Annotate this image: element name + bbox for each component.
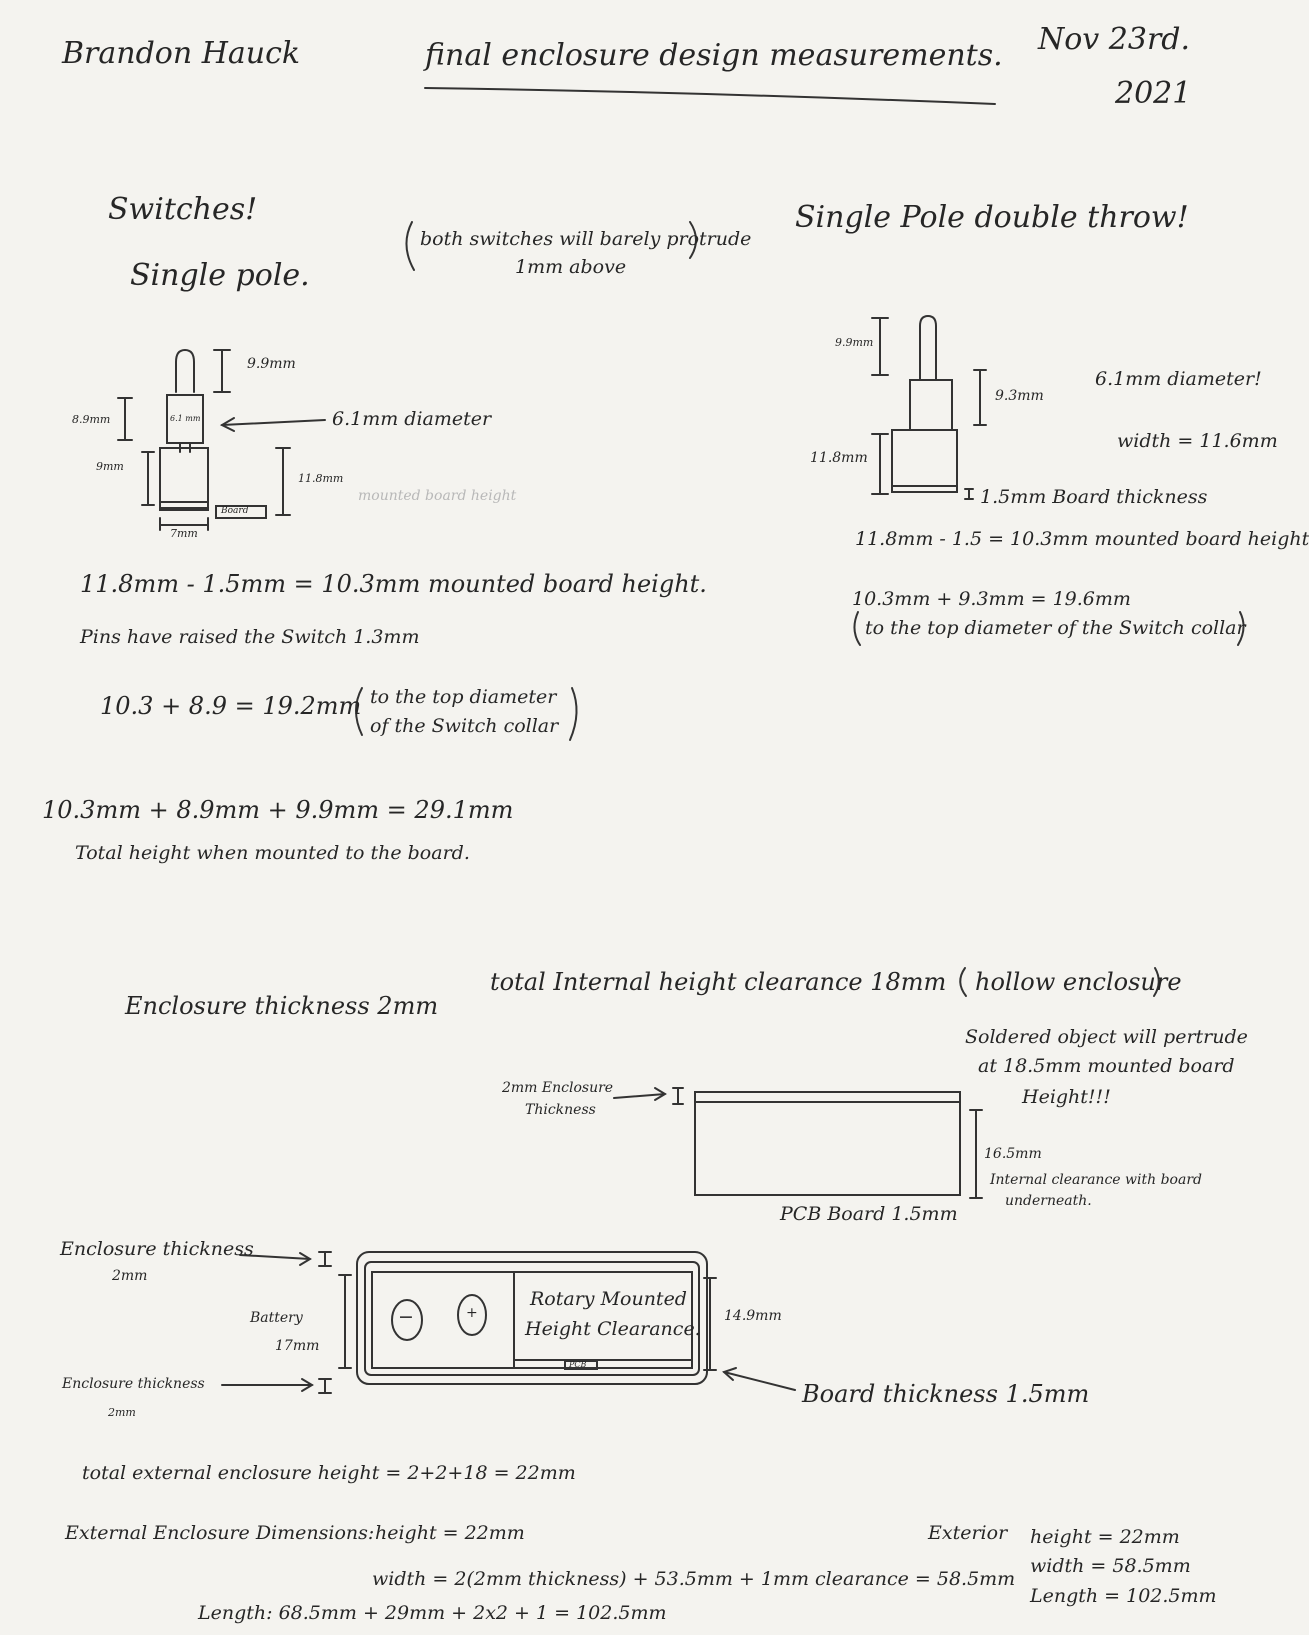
hollow-paren-right bbox=[1153, 967, 1160, 997]
external-dims-width: width = 2(2mm thickness) + 53.5mm + 1mm … bbox=[372, 1568, 1016, 1590]
sp-diameter-note: 6.1mm diameter bbox=[332, 408, 492, 430]
internal-clearance-heading: total Internal height clearance 18mm bbox=[490, 968, 947, 996]
soldered-note-2: at 18.5mm mounted board bbox=[978, 1055, 1235, 1077]
total-external-height: total external enclosure height = 2+2+18… bbox=[82, 1462, 576, 1484]
side-thickness-label-1: 2mm Enclosure bbox=[502, 1080, 614, 1096]
sp-calc-1: 11.8mm - 1.5mm = 10.3mm mounted board he… bbox=[80, 570, 707, 598]
protrude-note-line-2: 1mm above bbox=[515, 256, 627, 278]
external-dims-length: Length: 68.5mm + 29mm + 2x2 + 1 = 102.5m… bbox=[198, 1602, 667, 1624]
sp-faint-note: mounted board height bbox=[358, 488, 517, 504]
soldered-note-3: Height!!! bbox=[1022, 1086, 1111, 1108]
board-thickness-note: Board thickness 1.5mm bbox=[802, 1380, 1090, 1408]
sp-calc-4: 10.3mm + 8.9mm + 9.9mm = 29.1mm bbox=[42, 796, 514, 824]
top-thickness-label-2: 2mm bbox=[112, 1268, 148, 1284]
exterior-width: width = 58.5mm bbox=[1030, 1555, 1191, 1577]
calc3-paren-left bbox=[355, 687, 363, 736]
top-thickness-label-1: Enclosure thickness bbox=[60, 1238, 254, 1260]
battery-label-2: 17mm bbox=[275, 1338, 320, 1354]
spdt-calc-2-note: to the top diameter of the Switch collar bbox=[865, 617, 1246, 639]
protrude-note-line-1: both switches will barely protrude bbox=[420, 228, 752, 250]
spdt-width-note: width = 11.6mm bbox=[1117, 430, 1278, 452]
date-line-1: Nov 23rd. bbox=[1038, 22, 1191, 57]
sp-calc-3-note-1: to the top diameter bbox=[370, 686, 557, 708]
sp-dim-collar: 8.9mm bbox=[72, 413, 111, 426]
spdt-dim-height: 11.8mm bbox=[810, 450, 868, 466]
bottom-thickness-label-2: 2mm bbox=[108, 1406, 136, 1419]
spdt-switch-drawing bbox=[871, 314, 987, 500]
spdt-dim-top: 9.9mm bbox=[835, 336, 874, 349]
sketch-drawings bbox=[117, 87, 1245, 1394]
battery-minus-icon: − bbox=[398, 1306, 414, 1328]
title-underline bbox=[424, 87, 996, 105]
spdt-paren-right bbox=[1237, 611, 1245, 646]
hollow-paren-left bbox=[959, 967, 967, 997]
rotary-label-2: Height Clearance. bbox=[525, 1318, 701, 1340]
bottom-thickness-label-1: Enclosure thickness bbox=[62, 1376, 205, 1392]
spdt-calc-1: 11.8mm - 1.5 = 10.3mm mounted board heig… bbox=[855, 528, 1309, 550]
enclosure-thickness-heading: Enclosure thickness 2mm bbox=[125, 992, 439, 1020]
switches-heading: Switches! bbox=[108, 192, 258, 227]
top-right-dim: 14.9mm bbox=[724, 1308, 782, 1324]
side-clearance-label-1: Internal clearance with board bbox=[990, 1172, 1202, 1188]
battery-label-1: Battery bbox=[250, 1310, 303, 1326]
rotary-label-1: Rotary Mounted bbox=[530, 1288, 687, 1310]
exterior-label: Exterior bbox=[928, 1522, 1008, 1544]
sp-dim-width: 7mm bbox=[170, 527, 198, 540]
sp-calc-4-note: Total height when mounted to the board. bbox=[75, 842, 470, 864]
spdt-label: Single Pole double throw! bbox=[795, 200, 1189, 235]
author-name: Brandon Hauck bbox=[62, 36, 301, 71]
spdt-dim-collar: 9.3mm bbox=[995, 388, 1044, 404]
soldered-note-1: Soldered object will pertrude bbox=[965, 1026, 1248, 1048]
single-pole-switch-drawing bbox=[117, 348, 326, 531]
sp-dim-height: 11.8mm bbox=[298, 472, 344, 485]
side-clearance-label-2: underneath. bbox=[1005, 1193, 1092, 1209]
single-pole-label: Single pole. bbox=[130, 258, 310, 293]
top-enclosure-drawing bbox=[221, 1251, 796, 1394]
page-title: final enclosure design measurements. bbox=[425, 38, 1003, 73]
date-line-2: 2021 bbox=[1115, 76, 1192, 111]
sp-calc-3: 10.3 + 8.9 = 19.2mm bbox=[100, 692, 362, 720]
sp-dim-collar-inner: 6.1 mm bbox=[170, 414, 201, 423]
battery-plus-icon: + bbox=[466, 1305, 478, 1321]
external-dims-height: height = 22mm bbox=[375, 1522, 525, 1544]
notebook-page: Brandon Hauck final enclosure design mea… bbox=[42, 22, 1309, 1624]
external-dims-label: External Enclosure Dimensions: bbox=[65, 1522, 375, 1544]
sp-calc-2: Pins have raised the Switch 1.3mm bbox=[80, 626, 420, 648]
spdt-paren-left bbox=[853, 611, 861, 646]
sp-calc-3-note-2: of the Switch collar bbox=[370, 715, 559, 737]
protrude-paren-right bbox=[689, 221, 697, 259]
sp-board-label: Board bbox=[221, 506, 249, 516]
sp-dim-top: 9.9mm bbox=[247, 356, 296, 372]
exterior-height: height = 22mm bbox=[1030, 1526, 1180, 1548]
spdt-calc-2: 10.3mm + 9.3mm = 19.6mm bbox=[852, 588, 1131, 610]
hollow-note: hollow enclosure bbox=[975, 968, 1182, 996]
spdt-board-note: 1.5mm Board thickness bbox=[980, 486, 1208, 508]
calc3-paren-right bbox=[569, 687, 578, 741]
spdt-diameter-note: 6.1mm diameter! bbox=[1095, 368, 1262, 390]
exterior-length: Length = 102.5mm bbox=[1030, 1585, 1217, 1607]
side-thickness-label-2: Thickness bbox=[525, 1102, 596, 1118]
side-clearance-value: 16.5mm bbox=[984, 1146, 1042, 1162]
pcb-small-label: PCB bbox=[569, 1360, 587, 1369]
sp-dim-body: 9mm bbox=[96, 460, 124, 473]
side-enclosure-drawing bbox=[613, 1087, 983, 1199]
protrude-paren-left bbox=[405, 221, 415, 271]
pcb-board-label: PCB Board 1.5mm bbox=[780, 1203, 958, 1225]
